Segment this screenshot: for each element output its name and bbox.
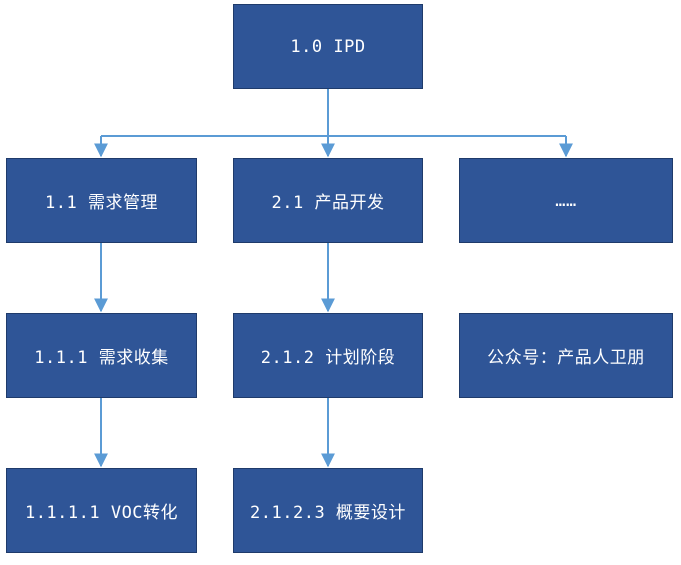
node-product-development: 2.1 产品开发 <box>233 158 423 243</box>
node-requirement-collection-label: 1.1.1 需求收集 <box>34 348 169 368</box>
node-more: …… <box>459 158 673 243</box>
node-requirement-collection: 1.1.1 需求收集 <box>6 313 197 398</box>
node-requirement-management: 1.1 需求管理 <box>6 158 197 243</box>
node-voc-conversion: 1.1.1.1 VOC转化 <box>6 468 197 553</box>
node-requirement-management-label: 1.1 需求管理 <box>45 193 158 213</box>
node-outline-design: 2.1.2.3 概要设计 <box>233 468 423 553</box>
node-ipd-root: 1.0 IPD <box>233 4 423 89</box>
node-more-label: …… <box>555 190 577 211</box>
node-wechat-account-label: 公众号：产品人卫朋 <box>487 348 645 368</box>
node-outline-design-label: 2.1.2.3 概要设计 <box>250 503 406 523</box>
node-wechat-account: 公众号：产品人卫朋 <box>459 313 673 398</box>
node-planning-phase: 2.1.2 计划阶段 <box>233 313 423 398</box>
node-product-development-label: 2.1 产品开发 <box>271 193 385 213</box>
node-ipd-root-label: 1.0 IPD <box>290 36 366 57</box>
node-voc-conversion-label: 1.1.1.1 VOC转化 <box>24 503 179 523</box>
node-planning-phase-label: 2.1.2 计划阶段 <box>260 348 396 368</box>
